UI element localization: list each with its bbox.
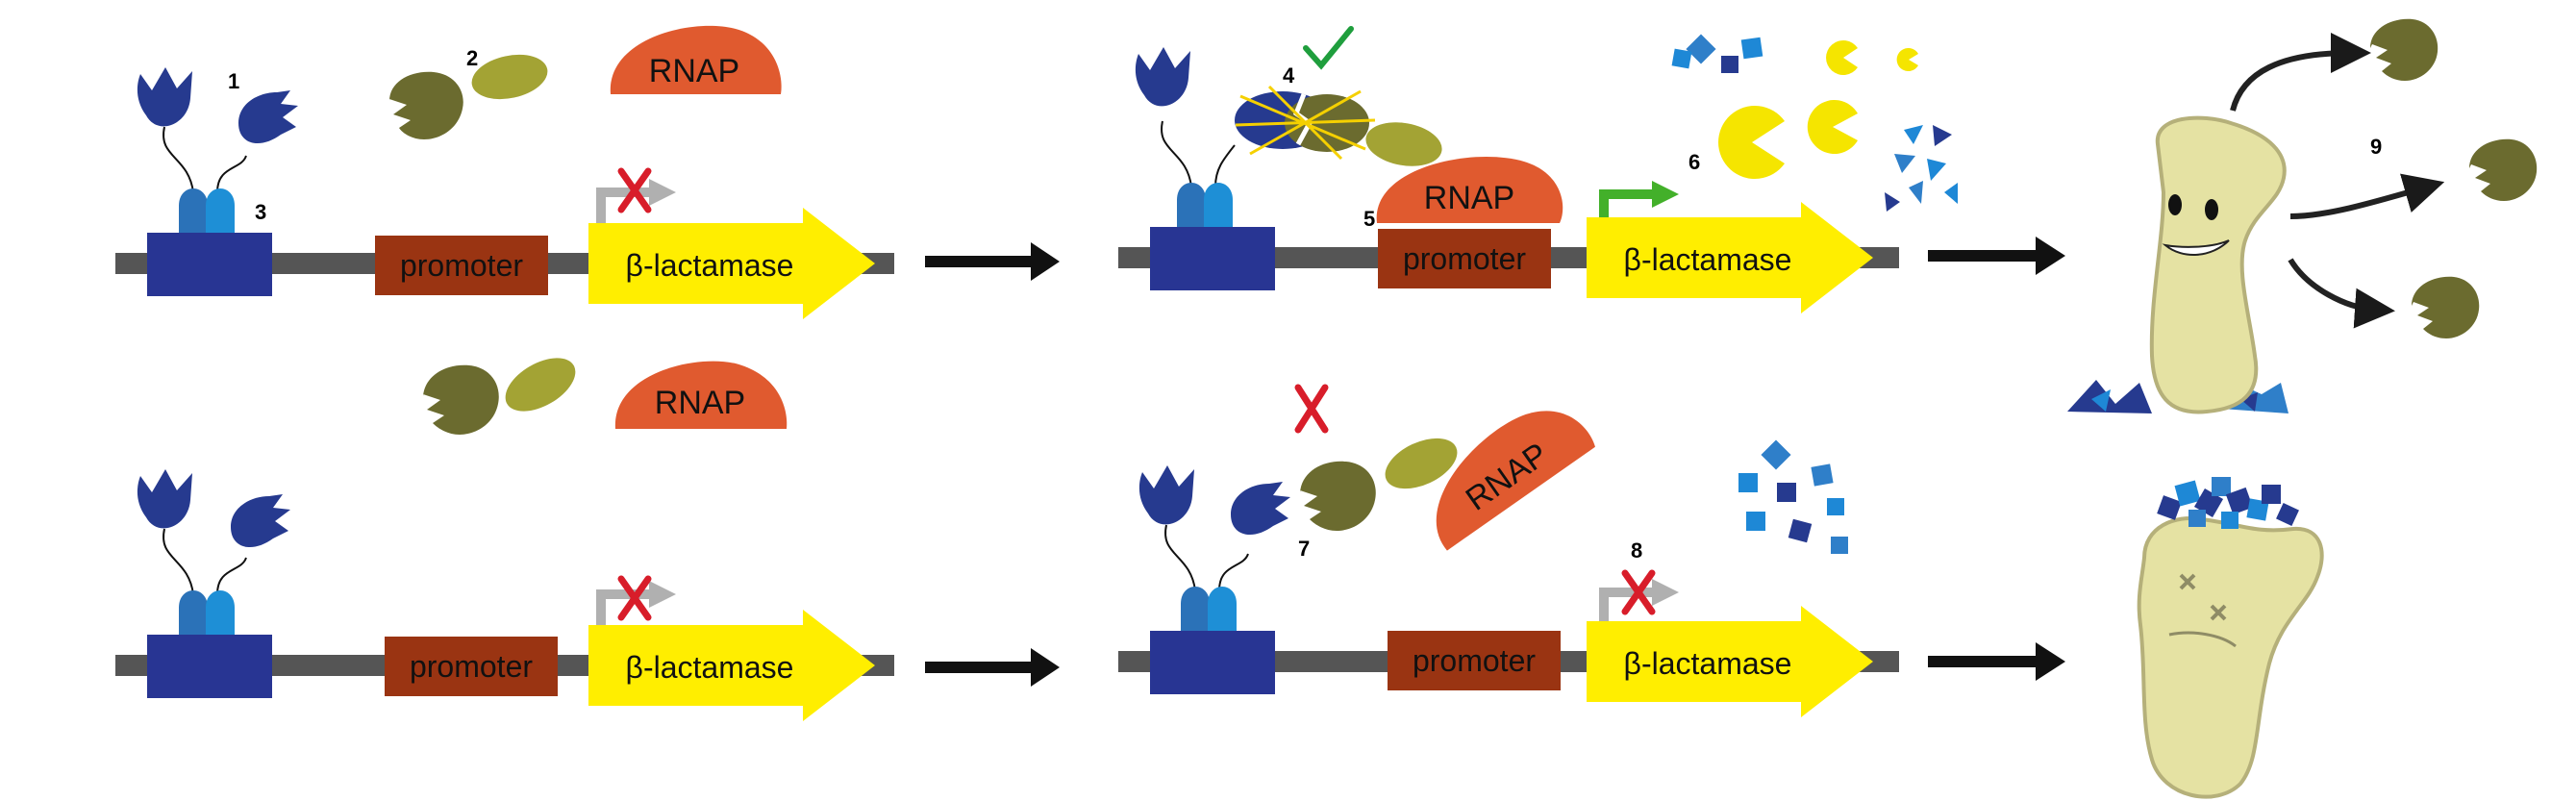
panel-bottom-right <box>2137 477 2324 799</box>
binding-domain-icon <box>238 90 298 144</box>
label-number-2: 2 <box>466 46 478 70</box>
operator-box <box>147 233 272 296</box>
operator-box <box>1150 227 1275 290</box>
promoter-box <box>1388 631 1561 690</box>
gene-label: β-lactamase <box>626 248 794 283</box>
label-number-6: 6 <box>1688 150 1700 174</box>
operator-box <box>147 635 272 698</box>
gene-label: β-lactamase <box>1624 646 1792 681</box>
label-number-9: 9 <box>2370 135 2382 159</box>
dead-bacterium-icon <box>2137 516 2324 799</box>
secretion-arrow-icon <box>2288 258 2395 329</box>
olive-fork-icon <box>2412 276 2480 338</box>
rnap-label: RNAP <box>655 385 745 421</box>
rnap-icon: RNAP <box>1436 411 1595 551</box>
panel-top-middle: 4 RNAP 5 promoter β-lactamase 6 <box>1118 26 1958 313</box>
operator-box <box>1150 631 1275 694</box>
label-number-4: 4 <box>1283 63 1295 88</box>
gene-arrow <box>588 610 875 721</box>
promoter-label: promoter <box>1413 643 1536 678</box>
olive-fork-icon <box>389 71 463 139</box>
rnap-icon: RNAP <box>1376 157 1563 223</box>
flow-arrow-icon <box>2036 237 2065 275</box>
rnap-icon: RNAP <box>614 361 788 429</box>
gene-label: β-lactamase <box>626 650 794 685</box>
gene-arrow <box>588 208 875 319</box>
antibiotic-crystal-icon <box>2157 477 2299 529</box>
promoter-box <box>1378 229 1551 288</box>
antibiotic-crystal-icon <box>1671 34 1763 73</box>
label-number-5: 5 <box>1363 207 1375 231</box>
chemoreceptor-icon <box>136 468 247 636</box>
label-number-7: 7 <box>1298 537 1310 561</box>
promoter-box <box>385 637 558 696</box>
check-icon <box>1303 26 1354 70</box>
secretion-arrow-icon <box>2230 33 2371 112</box>
antibiotic-crystal-icon <box>1738 439 1848 554</box>
panel-bottom-left: RNAP promoter β-lactamase <box>115 346 894 721</box>
chemoreceptor-icon <box>1135 47 1236 227</box>
panel-top-right: 9 <box>2067 18 2538 414</box>
rnap-label: RNAP <box>1424 180 1514 216</box>
olive-bean-icon <box>496 346 585 423</box>
gene-label: β-lactamase <box>1624 242 1792 277</box>
cross-icon <box>617 575 652 621</box>
transcription-start-arrow-icon <box>1599 181 1679 225</box>
chemoreceptor-icon <box>1138 464 1249 632</box>
panel-bottom-middle: 7 RNAP promoter 8 β-lactamase <box>1118 384 1899 717</box>
promoter-label: promoter <box>400 248 523 283</box>
antibiotic-crystal-icon <box>1885 125 1958 212</box>
olive-bean-icon <box>1362 116 1446 172</box>
binding-domain-icon <box>1231 482 1290 536</box>
panel-top-left: 1 3 2 RNAP promoter β-lactamase <box>115 25 894 319</box>
cross-icon <box>1621 569 1656 615</box>
gene-arrow <box>1587 202 1873 313</box>
label-number-8: 8 <box>1631 538 1642 563</box>
olive-bean-icon <box>467 48 552 106</box>
secretion-arrow-icon <box>2289 173 2445 219</box>
olive-fork-icon <box>2469 138 2538 201</box>
promoter-label: promoter <box>1403 241 1526 276</box>
beta-lactamase-pacman-icon <box>1896 48 1918 72</box>
promoter-label: promoter <box>410 649 533 684</box>
olive-fork-icon <box>1300 461 1376 531</box>
beta-lactamase-pacman-icon <box>1826 39 1858 76</box>
label-number-1: 1 <box>228 69 239 93</box>
olive-fork-icon <box>423 364 499 435</box>
rnap-label: RNAP <box>649 53 739 89</box>
label-number-3: 3 <box>255 200 266 224</box>
flow-arrow-icon <box>2036 642 2065 681</box>
binding-domain-icon <box>231 494 290 548</box>
beta-lactamase-pacman-icon <box>1718 105 1785 180</box>
happy-bacterium-icon <box>2149 115 2287 414</box>
flow-arrow-icon <box>1031 242 1060 281</box>
beta-lactamase-pacman-icon <box>1807 99 1858 154</box>
flow-arrow-icon <box>1031 648 1060 687</box>
bound-complex-icon <box>1235 85 1376 161</box>
promoter-box <box>375 236 548 295</box>
cross-icon <box>1294 384 1329 434</box>
olive-fork-icon <box>2370 18 2438 81</box>
rnap-icon: RNAP <box>610 25 782 94</box>
gene-arrow <box>1587 606 1873 717</box>
cross-icon <box>617 167 652 213</box>
